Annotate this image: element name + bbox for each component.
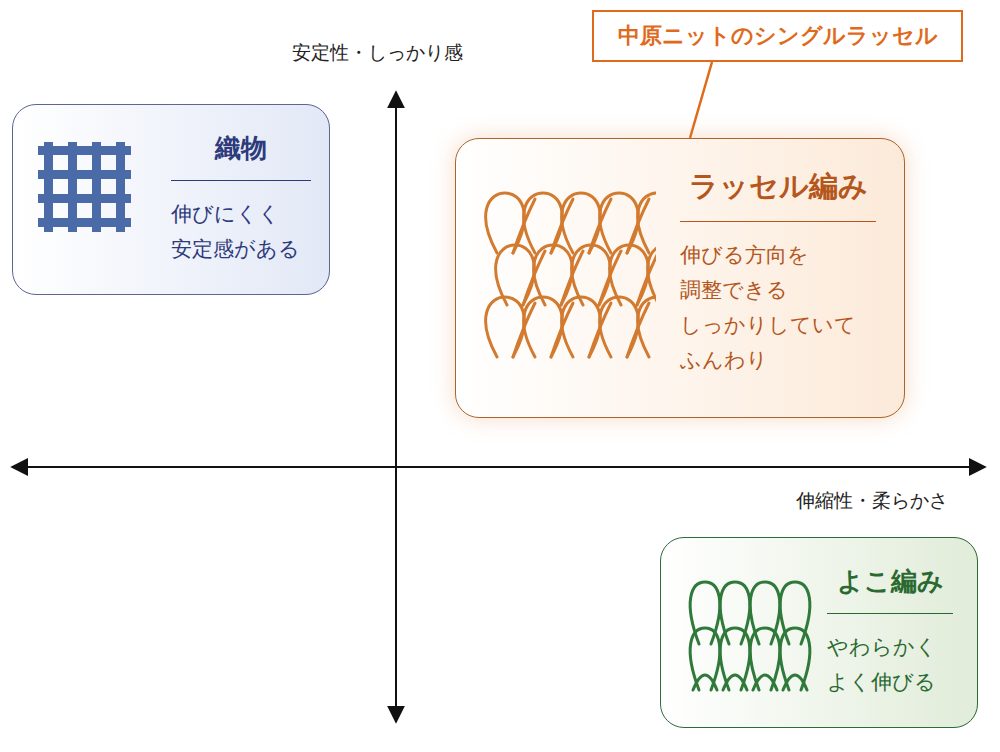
stitch-foot [693,675,717,690]
stitch-loop [562,297,601,357]
stitch-loop [600,297,639,357]
stitch-foot [723,675,747,690]
callout-box: 中原ニットのシングルラッセル [592,10,963,62]
text-column: 織物伸びにくく 安定感がある [171,131,311,267]
category-box: よこ編みやわらかく よく伸びる [660,537,978,728]
raschel-icon [486,193,656,357]
stitch-loop [750,628,780,690]
stitch-loop [690,628,720,690]
box-description: やわらかく よく伸びる [827,630,937,700]
stitch-loop [524,297,563,357]
text-column: ラッセル編み伸びる方向を 調整できる しっかりしていて ふんわり [680,167,876,378]
stitch-foot [783,675,807,690]
axis-label: 伸縮性・柔らかさ [796,488,948,514]
box-description: 伸びにくく 安定感がある [171,197,300,267]
category-box: 織物伸びにくく 安定感がある [12,104,330,295]
stitch-loop [780,628,810,690]
box-ground [455,138,905,418]
knit-icon [690,582,810,690]
box-ground [12,104,330,295]
stitch-loop [638,297,656,357]
stitch-loop [486,297,525,357]
stitch-foot [753,675,777,690]
callout-text: 中原ニットのシングルラッセル [618,21,938,51]
box-ground [660,537,978,728]
category-box: ラッセル編み伸びる方向を 調整できる しっかりしていて ふんわり [455,138,905,418]
box-heading: ラッセル編み [680,167,876,222]
stitch-loop [720,628,750,690]
leader-line [690,62,712,138]
vertical-axis [395,92,397,722]
stitch-loop [638,193,656,253]
horizontal-axis [12,466,985,468]
axis-label: 安定性・しっかり感 [292,40,463,66]
text-column: よこ編みやわらかく よく伸びる [827,564,953,700]
box-heading: 織物 [171,131,311,181]
woven-icon [38,142,131,232]
box-heading: よこ編み [827,564,953,614]
box-description: 伸びる方向を 調整できる しっかりしていて ふんわり [680,238,856,378]
